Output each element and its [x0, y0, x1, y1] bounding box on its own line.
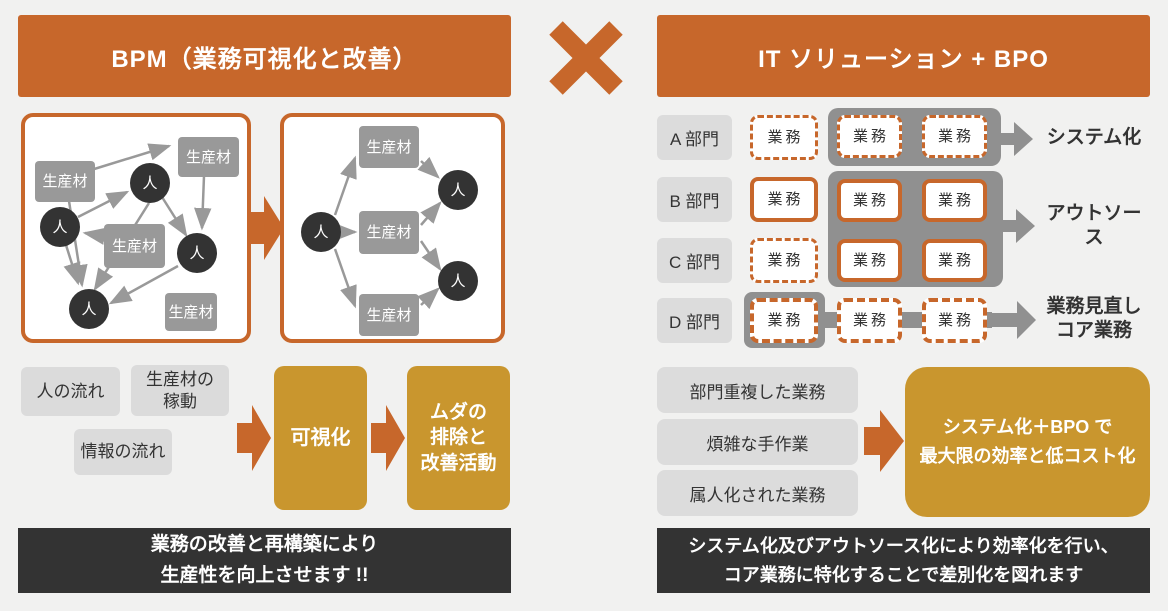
flow-arrow-icon	[248, 196, 284, 260]
material-node: 生産材	[178, 137, 239, 177]
task-box: 業務	[750, 177, 818, 222]
conclusion-line: 業務の改善と再構築により	[150, 534, 379, 556]
improvement-line: 排除と	[429, 427, 487, 449]
flow-arrow-icon	[864, 410, 904, 472]
visualization-box: 可視化	[274, 366, 367, 510]
task-box: 業務	[922, 298, 987, 343]
task-box: 業務	[922, 115, 987, 158]
flow-arrow-icon	[371, 405, 405, 471]
bpm-header: BPM（業務可視化と改善）	[18, 15, 511, 97]
task-box: 業務	[837, 239, 902, 282]
factor-line: 生産材の	[146, 370, 214, 390]
department-label: D 部門	[657, 298, 732, 343]
ordered-arrows-icon	[333, 155, 442, 310]
material-node: 生産材	[165, 293, 217, 331]
problem-box: 煩雑な手作業	[657, 419, 858, 465]
it-bpo-header: IT ソリューション + BPO	[657, 15, 1150, 97]
conclusion-line: 生産性を向上させます !!	[160, 564, 369, 586]
problem-box: 部門重複した業務	[657, 367, 858, 413]
outcome-arrow-icon	[1003, 209, 1035, 243]
material-node: 生産材	[359, 211, 419, 254]
factor-box: 情報の流れ	[74, 429, 172, 475]
outcome-arrow-icon	[1001, 122, 1033, 156]
person-node: 人	[40, 207, 80, 247]
it-bpo-conclusion-bar: システム化及びアウトソース化により効率化を行い、 コア業務に特化することで差別化…	[657, 528, 1150, 593]
solution-line: 最大限の効率と低コスト化	[919, 446, 1136, 466]
outcome-line: 業務見直し	[1046, 296, 1142, 318]
task-box: 業務	[837, 115, 902, 158]
ordered-network-panel: 生産材 生産材 生産材 人 人 人	[280, 113, 505, 343]
department-label: C 部門	[657, 238, 732, 283]
outcome-label: システム化	[1046, 126, 1142, 148]
person-node: 人	[69, 289, 109, 329]
outcome-arrow-icon	[988, 301, 1036, 339]
material-node: 生産材	[104, 224, 165, 268]
outcome-line: コア業務	[1055, 320, 1132, 341]
department-label: B 部門	[657, 177, 732, 222]
factor-line: 稼動	[163, 391, 197, 411]
chaos-network-panel: 生産材 生産材 生産材 生産材 人 人 人 人	[21, 113, 251, 343]
person-node: 人	[301, 212, 341, 252]
outcome-label: 業務見直し コア業務	[1038, 293, 1150, 345]
task-box: 業務	[750, 298, 818, 343]
multiply-icon	[549, 21, 623, 95]
solution-line: システム化＋BPO で	[942, 417, 1113, 438]
task-box: 業務	[837, 179, 902, 222]
person-node: 人	[438, 170, 478, 210]
task-box: 業務	[750, 238, 818, 283]
material-node: 生産材	[359, 294, 419, 336]
task-box: 業務	[922, 239, 987, 282]
task-box: 業務	[922, 179, 987, 222]
department-label: A 部門	[657, 115, 732, 160]
conclusion-line: システム化及びアウトソース化により効率化を行い、	[688, 535, 1119, 556]
problem-box: 属人化された業務	[657, 470, 858, 516]
conclusion-line: コア業務に特化することで差別化を図れます	[723, 564, 1084, 585]
improvement-box: ムダの 排除と 改善活動	[407, 366, 510, 510]
person-node: 人	[438, 261, 478, 301]
material-node: 生産材	[35, 161, 95, 202]
bpm-conclusion-bar: 業務の改善と再構築により 生産性を向上させます !!	[18, 528, 511, 593]
factor-box: 生産材の 稼動	[131, 365, 229, 416]
improvement-line: ムダの	[429, 401, 487, 423]
material-node: 生産材	[359, 126, 419, 168]
person-node: 人	[130, 163, 170, 203]
improvement-line: 改善活動	[420, 452, 497, 474]
outcome-label: アウトソース	[1046, 202, 1142, 248]
solution-box: システム化＋BPO で 最大限の効率と低コスト化	[905, 367, 1150, 517]
task-box: 業務	[750, 115, 818, 160]
task-box: 業務	[837, 298, 902, 343]
flow-arrow-icon	[237, 405, 271, 471]
person-node: 人	[177, 233, 217, 273]
factor-box: 人の流れ	[21, 367, 120, 416]
